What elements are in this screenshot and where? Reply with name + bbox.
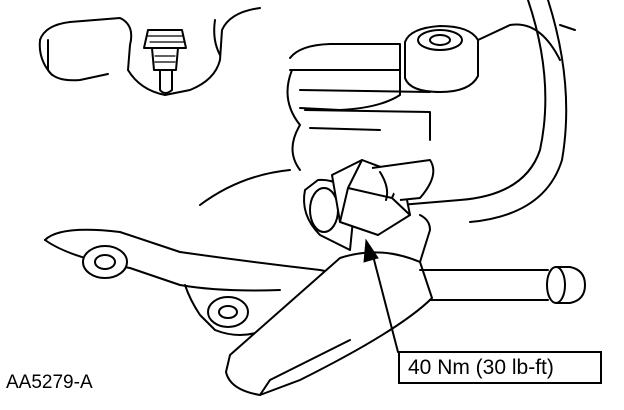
figure-id-label: AA5279-A [6,372,93,393]
stud-bolt-top [143,29,187,94]
lower-housing [44,214,433,396]
upper-engine-casting [38,7,261,96]
pipe-lower-right [419,266,586,304]
torque-text: 40 Nm (30 lb-ft) [408,356,554,379]
upper-bracket-boss [289,23,561,111]
housing-layers [199,69,431,206]
hex-nut-fitting [303,159,435,251]
torque-callout: 40 Nm (30 lb-ft) [398,351,602,384]
callout-leader-arrow [363,238,399,353]
pipe-right [399,0,576,223]
